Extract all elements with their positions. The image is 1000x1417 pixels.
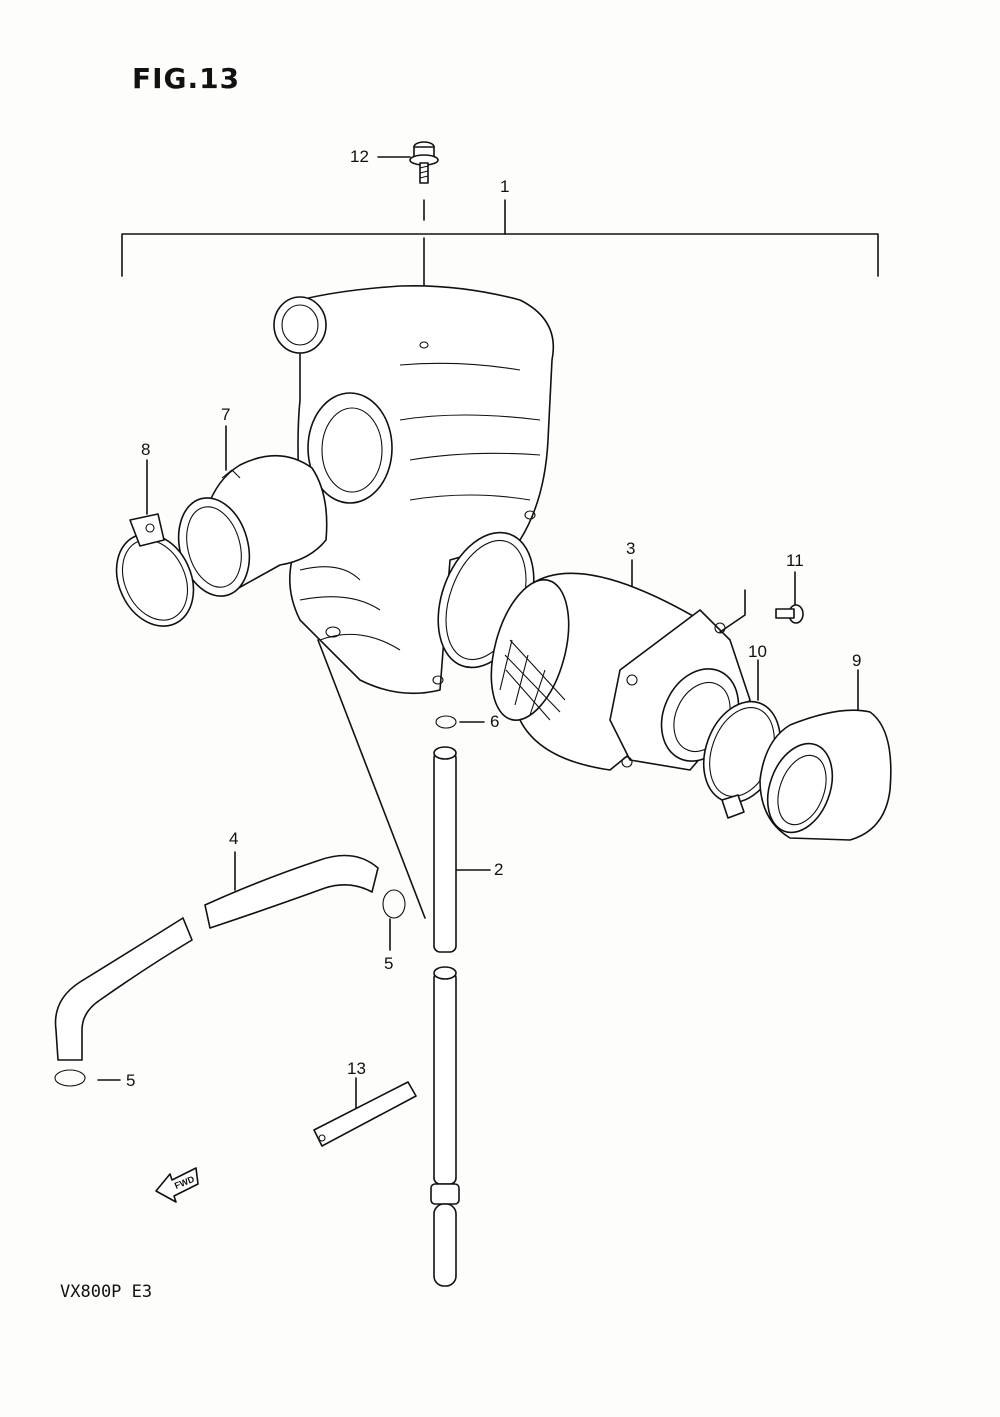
part-5-clip-upper bbox=[382, 889, 406, 951]
callout-3: 3 bbox=[626, 539, 636, 558]
part-12-bolt bbox=[377, 141, 439, 184]
model-code: VX800P E3 bbox=[60, 1282, 153, 1302]
callout-8: 8 bbox=[141, 440, 151, 459]
figure-title: FIG.13 bbox=[132, 62, 241, 95]
callout-6: 6 bbox=[490, 712, 500, 731]
part-7-intake-boot bbox=[177, 425, 328, 597]
part-6-clip bbox=[435, 715, 485, 729]
part-4-breather-hose bbox=[54, 851, 379, 1061]
callout-9: 9 bbox=[852, 651, 862, 670]
part-5-clip-lower bbox=[54, 1069, 121, 1087]
callout-5-upper: 5 bbox=[384, 954, 394, 973]
callout-1: 1 bbox=[500, 177, 510, 196]
part-1-air-cleaner-box bbox=[273, 284, 554, 695]
callout-4: 4 bbox=[229, 829, 239, 848]
part-9-outlet-duct bbox=[759, 669, 892, 841]
callout-11: 11 bbox=[786, 551, 804, 570]
part-11-screw bbox=[719, 571, 804, 633]
part-8-clamp bbox=[115, 459, 195, 627]
callout-2: 2 bbox=[494, 860, 504, 879]
callout-12: 12 bbox=[350, 147, 369, 166]
callout-7: 7 bbox=[221, 405, 231, 424]
part-13-band-clamp bbox=[313, 1077, 417, 1147]
callout-10: 10 bbox=[748, 642, 767, 661]
callout-13: 13 bbox=[347, 1059, 366, 1078]
leader-line bbox=[317, 639, 426, 919]
fwd-arrow-icon: FWD bbox=[155, 1167, 199, 1203]
callout-5-lower: 5 bbox=[126, 1071, 136, 1090]
part-2-drain-tube bbox=[430, 746, 491, 1287]
